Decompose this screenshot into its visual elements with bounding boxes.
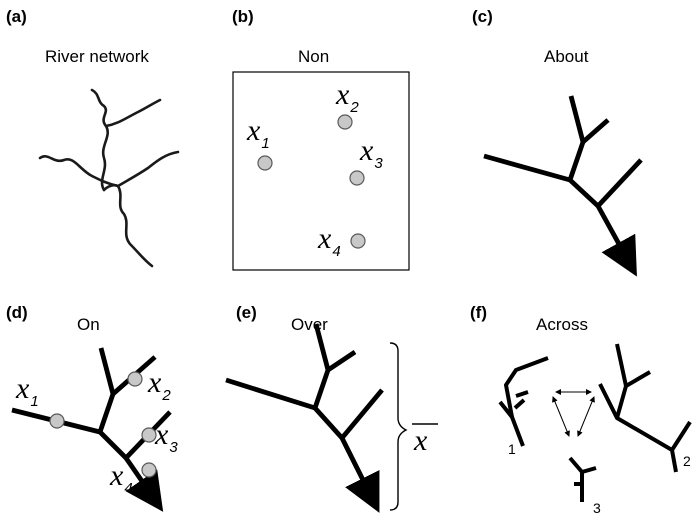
network-3 <box>568 456 597 502</box>
site-marker-x3 <box>141 427 157 443</box>
comparison-arrows <box>552 389 595 437</box>
study-area-frame <box>232 71 410 271</box>
network-number-1: 1 <box>508 441 516 457</box>
branching-network-d <box>11 347 172 512</box>
panel-label-d: (d) <box>6 303 28 322</box>
branching-network-e <box>225 323 384 513</box>
site-label-x2: x2 <box>147 366 171 404</box>
panel-title-f: Across <box>536 315 588 334</box>
panel-title-a: River network <box>45 47 149 66</box>
panel-label-c: (c) <box>472 7 493 26</box>
network-number-2: 2 <box>683 453 691 469</box>
site-marker-x4 <box>350 233 366 249</box>
panel-label-f: (f) <box>470 303 487 322</box>
panel-c: (c) About <box>472 7 643 277</box>
network-2 <box>598 343 692 473</box>
network-number-3: 3 <box>593 500 601 516</box>
panel-label-e: (e) <box>236 303 257 322</box>
mean-label: x <box>413 424 428 457</box>
panel-title-c: About <box>544 47 589 66</box>
panel-label-b: (b) <box>232 7 254 26</box>
site-label-x1: x1 <box>246 114 270 152</box>
site-label-x4: x4 <box>109 459 133 497</box>
mean-symbol: x <box>412 423 438 457</box>
site-marker-x3 <box>349 170 365 186</box>
site-marker-x1 <box>49 413 65 429</box>
panel-title-e: Over <box>291 315 328 334</box>
double-arrow-icon <box>577 396 595 437</box>
panel-title-b: Non <box>298 47 329 66</box>
site-label-x3: x3 <box>154 418 178 456</box>
branching-network-c <box>483 95 643 277</box>
site-label-x2: x2 <box>335 78 359 116</box>
panel-f: (f) Across 1 2 3 <box>470 303 692 516</box>
curly-brace <box>389 342 408 511</box>
panel-a: (a) River network <box>6 7 180 268</box>
site-marker-x4 <box>141 462 157 478</box>
double-arrow-icon <box>552 396 570 437</box>
site-marker-x2 <box>127 371 143 387</box>
site-marker-x1 <box>257 155 273 171</box>
site-marker-x2 <box>337 114 353 130</box>
panel-e: (e) Over x <box>225 303 438 513</box>
panel-title-d: On <box>77 315 100 334</box>
site-label-x4: x4 <box>317 222 341 260</box>
network-1 <box>498 356 549 447</box>
panel-label-a: (a) <box>6 7 27 26</box>
panel-d: (d) On x1 x2 x3 x4 <box>6 303 178 512</box>
site-label-x3: x3 <box>359 134 383 172</box>
site-label-x1: x1 <box>15 372 39 410</box>
panel-b: (b) Non x1 x2 x3 x4 <box>232 7 410 271</box>
river-network-drawing <box>38 88 180 268</box>
